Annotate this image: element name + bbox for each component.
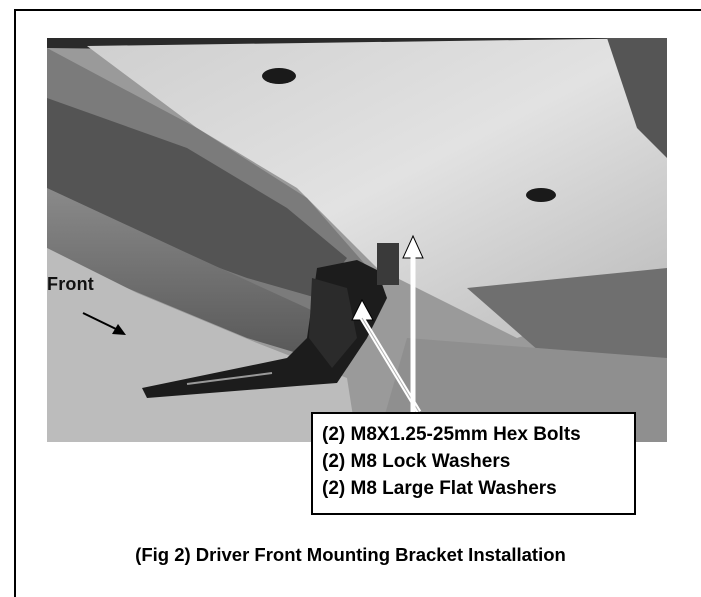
vehicle-underbody-photo [47, 38, 667, 442]
callout-line-hex-bolts: (2) M8X1.25-25mm Hex Bolts [322, 424, 581, 445]
hardware-callout-box: (2) M8X1.25-25mm Hex Bolts (2) M8 Lock W… [311, 412, 636, 515]
document-frame-left [14, 9, 16, 597]
figure-caption: (Fig 2) Driver Front Mounting Bracket In… [135, 544, 566, 565]
callout-line-lock-washers: (2) M8 Lock Washers [322, 451, 511, 472]
document-frame-top [14, 9, 701, 11]
front-direction-label: Front [47, 274, 94, 294]
callout-line-flat-washers: (2) M8 Large Flat Washers [322, 478, 557, 499]
arrow-down-right-icon [82, 311, 130, 342]
